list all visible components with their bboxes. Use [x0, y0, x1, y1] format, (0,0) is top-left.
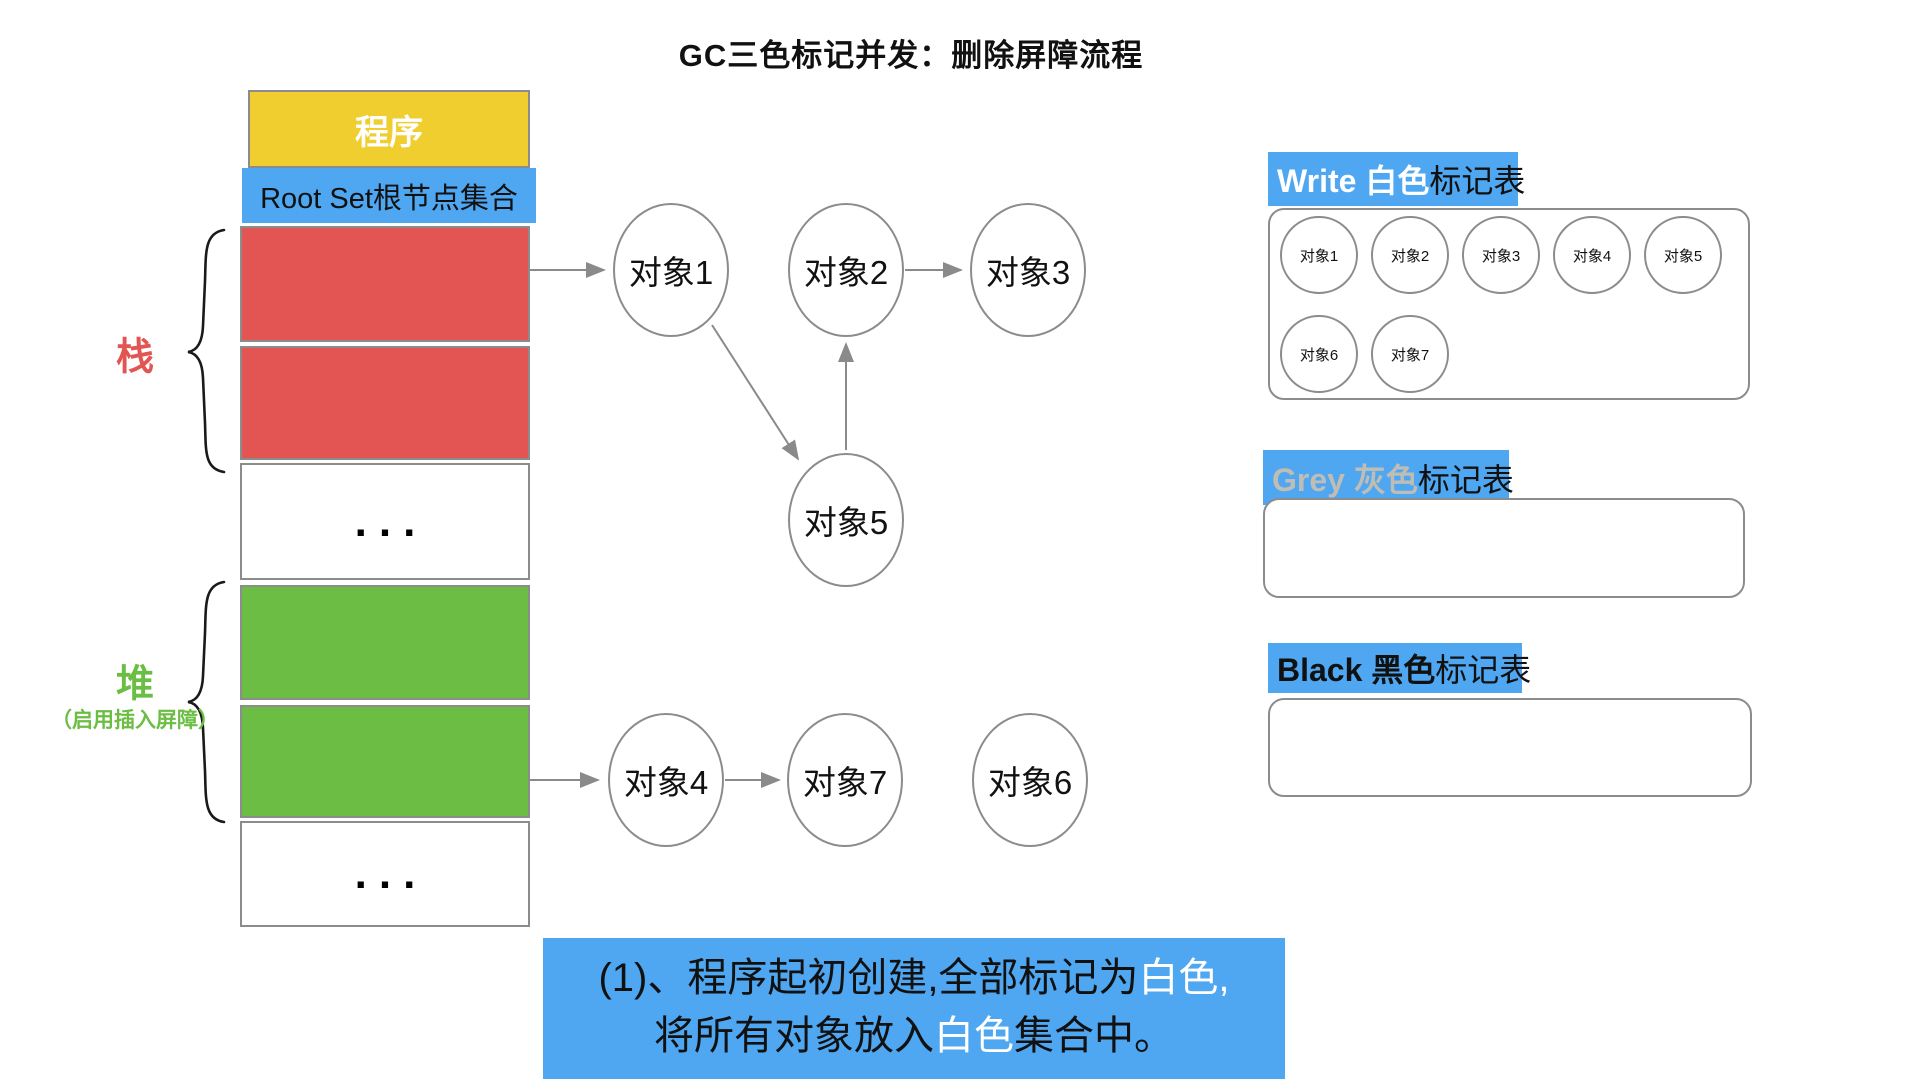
stack-label: 栈 — [115, 336, 155, 379]
object-node-obj3: 对象3 — [970, 203, 1086, 337]
object-node-obj6: 对象6 — [972, 713, 1088, 847]
heap-note-label: （启用插入屏障） — [51, 709, 219, 732]
object-node-obj4: 对象4 — [608, 713, 724, 847]
heap-slot-1 — [240, 585, 530, 700]
object-node-obj5: 对象5 — [788, 453, 904, 587]
program-box: 程序 — [248, 90, 530, 168]
table-object-node: 对象3 — [1462, 216, 1540, 294]
heap-slot-2 — [240, 705, 530, 818]
memory-gap-2: ... — [240, 821, 530, 927]
black-table-container — [1268, 698, 1752, 797]
grey-table-title-colored: Grey 灰色 — [1272, 461, 1418, 498]
white-table-title-colored: Write 白色 — [1277, 163, 1430, 199]
page-title: GC三色标记并发：删除屏障流程 — [678, 38, 1144, 73]
table-object-node: 对象2 — [1371, 216, 1449, 294]
root-set-box: Root Set根节点集合 — [242, 168, 536, 223]
stack-brace — [187, 228, 226, 474]
black-table-header: Black 黑色标记表 — [1268, 643, 1531, 693]
caption-line-1: (1)、程序起初创建,全部标记为白色, — [598, 956, 1230, 1000]
object-node-obj1: 对象1 — [613, 203, 729, 337]
table-object-node: 对象5 — [1644, 216, 1722, 294]
table-object-node: 对象4 — [1553, 216, 1631, 294]
white-table-header: Write 白色标记表 — [1268, 152, 1525, 206]
table-object-node: 对象1 — [1280, 216, 1358, 294]
caption-box: (1)、程序起初创建,全部标记为白色, 将所有对象放入白色集合中。 — [543, 938, 1285, 1079]
stack-slot-1 — [240, 226, 530, 342]
table-object-node: 对象7 — [1371, 315, 1449, 393]
caption-highlight: 白色 — [934, 1014, 1014, 1058]
table-object-node: 对象6 — [1280, 315, 1358, 393]
ellipsis-text: ... — [354, 849, 428, 898]
arrow-obj1-to-obj5 — [711, 324, 800, 461]
ellipsis-text: ... — [354, 496, 428, 546]
grey-table-container — [1263, 498, 1745, 598]
heap-label: 堆 — [115, 663, 155, 706]
caption-highlight: 白色, — [1138, 956, 1230, 1000]
grey-table-header: Grey 灰色标记表 — [1263, 450, 1514, 505]
heap-brace — [187, 580, 226, 824]
memory-gap-1: ... — [240, 463, 530, 580]
caption-line-2: 将所有对象放入白色集合中。 — [654, 1014, 1174, 1058]
object-node-obj2: 对象2 — [788, 203, 904, 337]
object-node-obj7: 对象7 — [787, 713, 903, 847]
black-table-title-colored: Black 黑色 — [1277, 652, 1436, 688]
stack-slot-2 — [240, 346, 530, 460]
